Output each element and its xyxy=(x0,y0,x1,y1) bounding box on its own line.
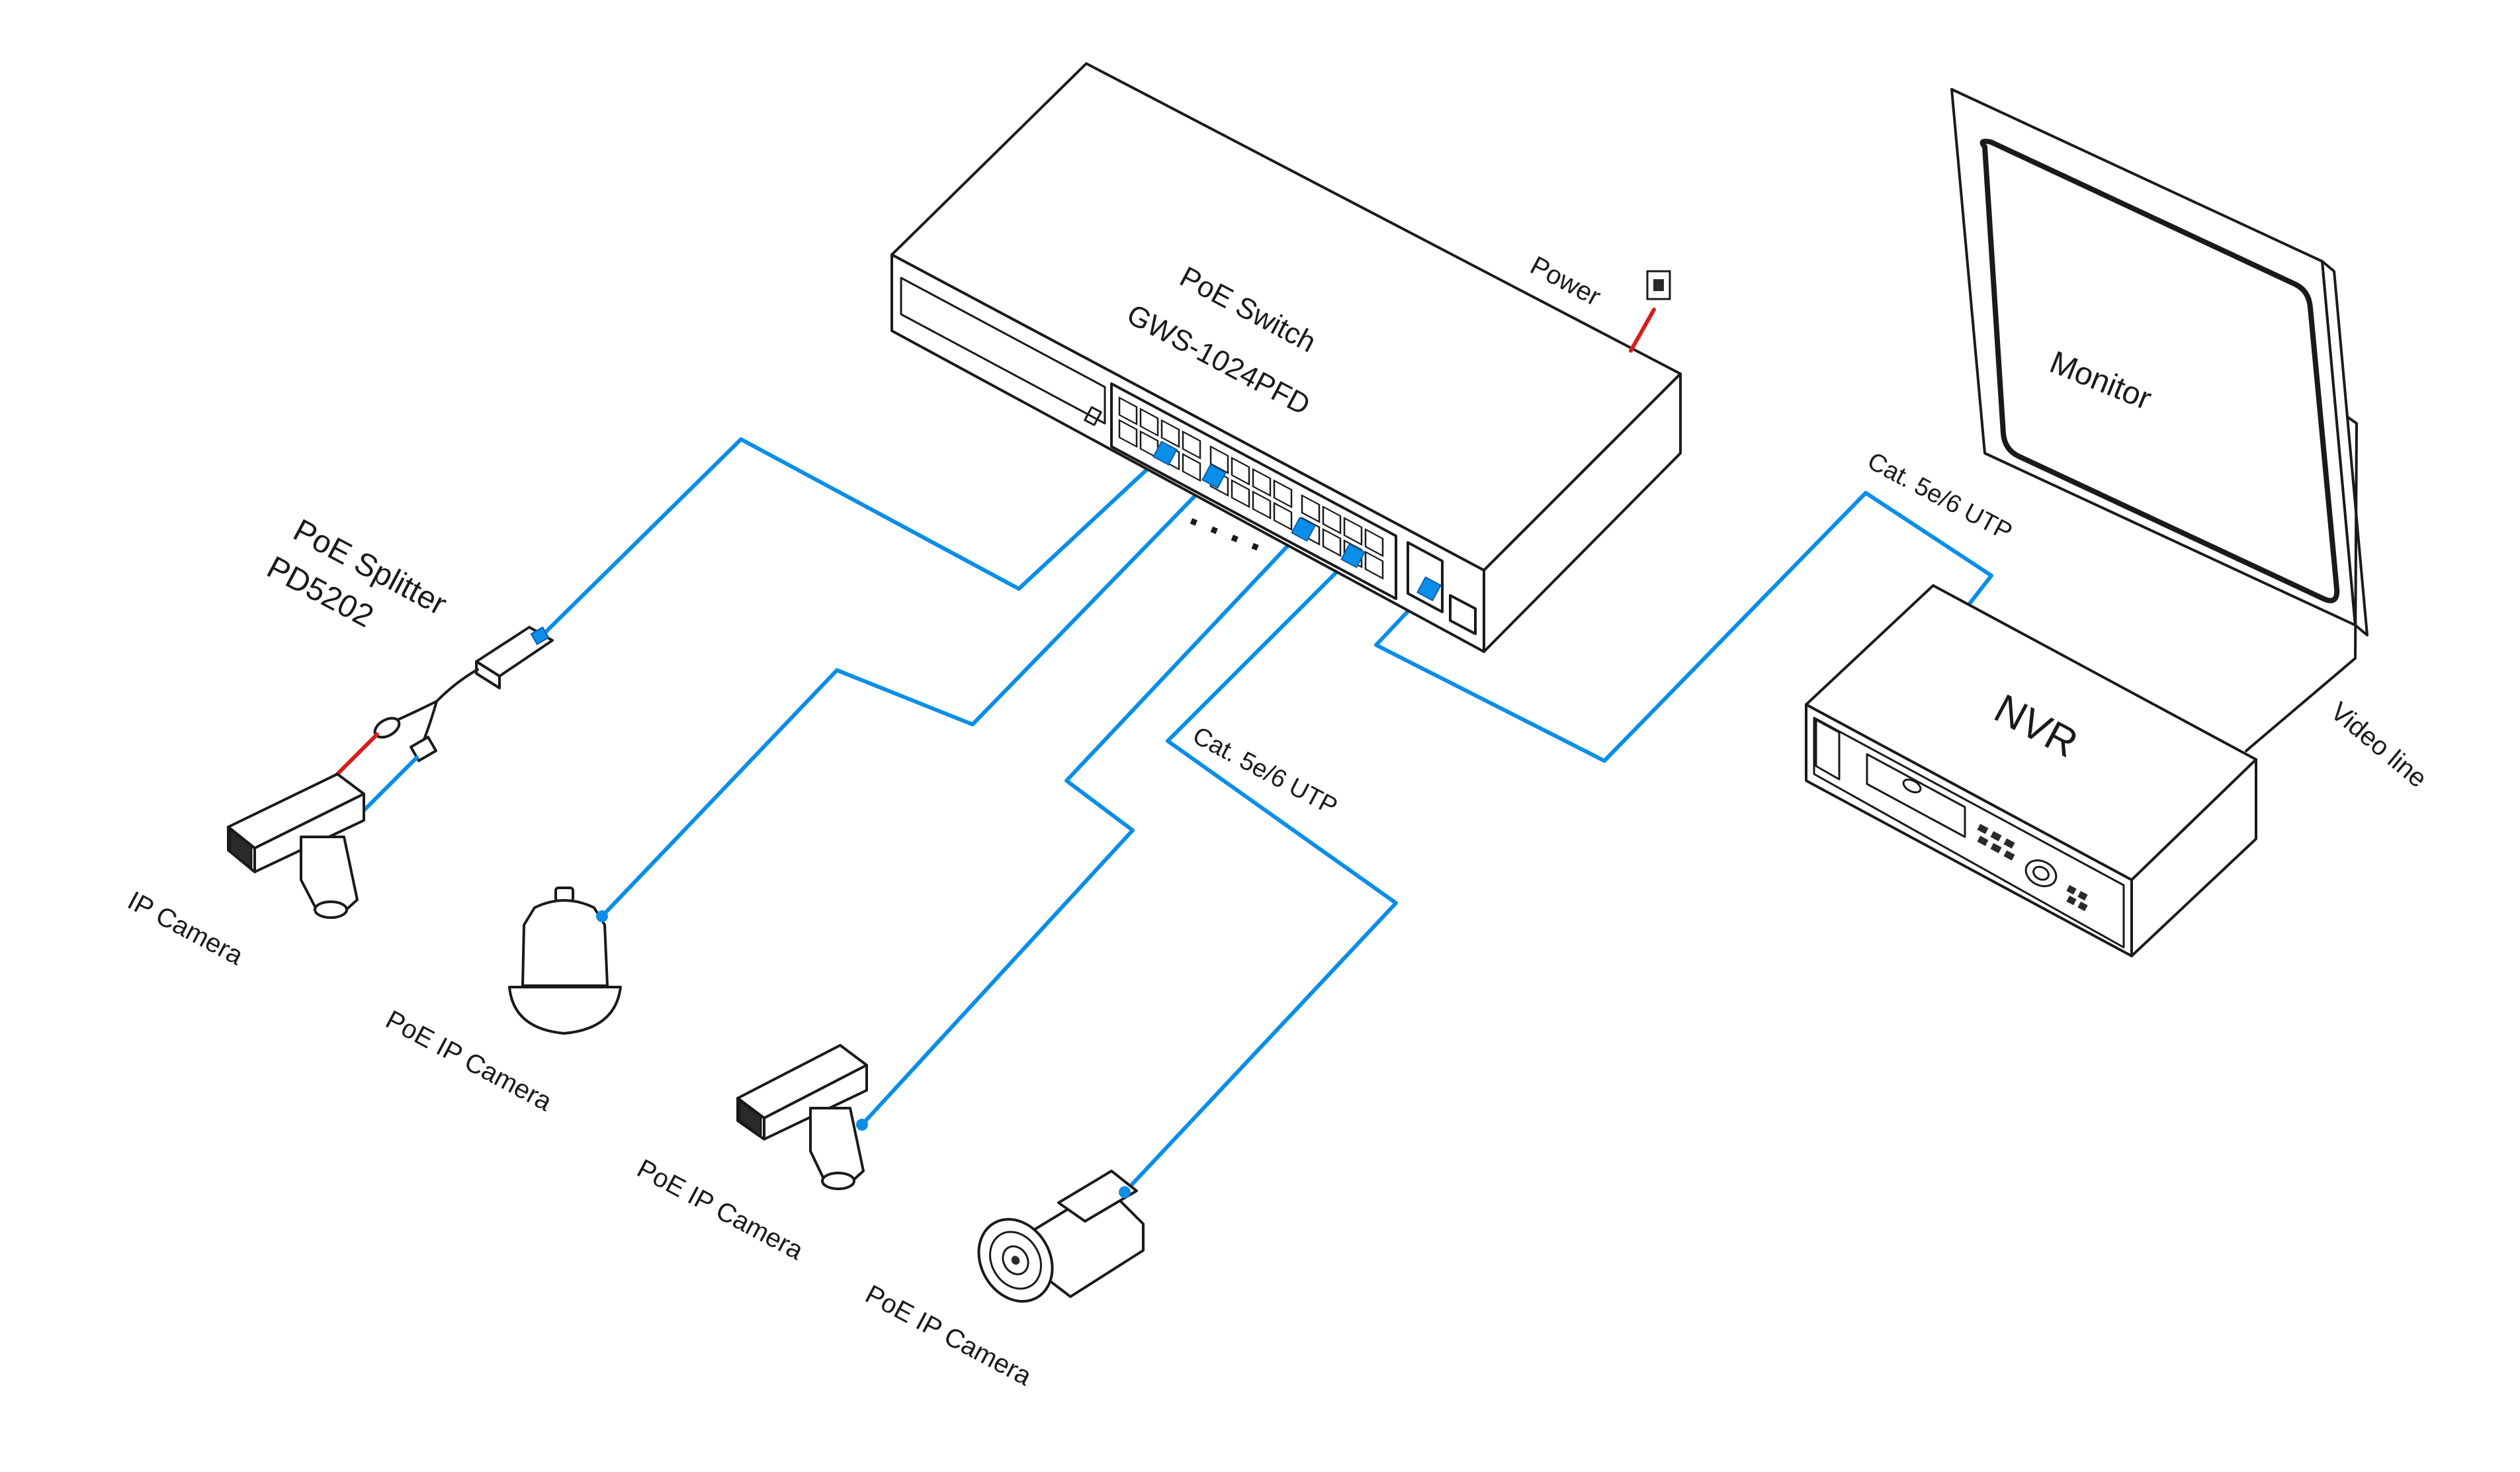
camera-housing-bottom xyxy=(763,1064,868,1141)
nvr-disk-bay xyxy=(1815,718,1841,781)
splitter-lead xyxy=(435,668,479,703)
switch-port xyxy=(1364,550,1384,580)
nvr-key xyxy=(2066,895,2077,906)
ip-camera-label: IP Camera xyxy=(123,886,248,971)
plug xyxy=(1291,517,1316,542)
cable-dome-camera-to-switch xyxy=(600,474,1216,918)
poe-bullet-camera-icon xyxy=(977,1170,1145,1303)
box-camera-label: PoE IP Camera xyxy=(632,1154,808,1266)
switch-rj45-ports xyxy=(1118,396,1384,580)
switch-front-bezel xyxy=(900,277,1106,425)
nvr-button xyxy=(1902,778,1922,794)
switch-port xyxy=(1252,468,1272,498)
nvr-jog-dial-inner xyxy=(2032,865,2050,881)
video-cable xyxy=(2245,415,2358,752)
nvr-key xyxy=(2066,885,2077,895)
splitter-data-wire xyxy=(359,756,419,816)
nvr-keypad xyxy=(1977,824,2015,861)
cable-box-camera-to-switch xyxy=(860,527,1305,1127)
nvr-key xyxy=(1990,843,2002,853)
switch-port xyxy=(1301,494,1321,523)
utp-cables xyxy=(539,437,1993,1194)
switch-port xyxy=(1182,453,1201,482)
monitor xyxy=(1950,88,2368,752)
switch-port xyxy=(1231,479,1250,508)
switch-led xyxy=(1084,406,1102,426)
nvr-key xyxy=(1977,824,1989,834)
splitter-port xyxy=(530,626,550,646)
plug xyxy=(856,1119,868,1131)
nvr-key xyxy=(1977,836,1989,846)
bullet-lens-center xyxy=(1011,1256,1020,1265)
nvr-dvd-slot xyxy=(1866,753,1966,838)
camera-bracket xyxy=(300,836,359,913)
camera-mount-base xyxy=(821,1172,855,1190)
cable-switch-to-nvr xyxy=(1374,491,1993,763)
camera-mount-base xyxy=(314,900,348,919)
video-line-label: Video line xyxy=(2325,697,2432,793)
ip-camera-icon xyxy=(227,773,365,919)
monitor-screen xyxy=(1979,138,2340,603)
plug xyxy=(596,910,608,922)
dome-housing xyxy=(521,899,609,987)
switch-port xyxy=(1322,505,1342,535)
power-cable xyxy=(1629,308,1656,353)
poe-switch xyxy=(891,62,1682,653)
bullet-lens-inner xyxy=(1002,1245,1029,1276)
poe-splitter xyxy=(332,626,554,816)
camera-lens-ring xyxy=(738,1099,762,1139)
bullet-lens-outer xyxy=(989,1231,1042,1290)
switch-port xyxy=(1273,501,1293,531)
plug xyxy=(1119,1186,1131,1198)
switch-port xyxy=(1209,445,1229,474)
switch-port xyxy=(1160,419,1180,449)
plug xyxy=(1340,543,1366,568)
switch-port xyxy=(1343,517,1363,546)
dome-lens-bowl xyxy=(508,986,622,1035)
utp-nvr-cable-label: Cat. 5e/6 UTP xyxy=(1863,447,2017,546)
camera-housing-bottom xyxy=(253,793,365,873)
plug xyxy=(1201,464,1227,489)
nvr-side-keys xyxy=(2066,885,2088,912)
poe-box-camera-icon xyxy=(736,1044,868,1190)
splitter-power-wire xyxy=(332,732,379,779)
camera-lens-ring xyxy=(229,828,253,870)
plug xyxy=(1416,576,1442,601)
switch-port xyxy=(1273,479,1293,509)
switch-port xyxy=(1118,419,1138,449)
nvr-key xyxy=(2077,890,2088,901)
poe-dome-camera-icon xyxy=(508,887,622,1035)
switch-cable-plugs xyxy=(1152,441,1442,601)
nvr-front-inset xyxy=(1813,716,2125,949)
nvr-key xyxy=(2077,901,2088,912)
power-outlet-socket xyxy=(1653,279,1664,291)
switch-port xyxy=(1231,456,1250,486)
switch-port xyxy=(1252,490,1272,520)
nvr-jog-dial xyxy=(2024,859,2058,887)
cable-splitter-to-switch xyxy=(539,437,1166,638)
camera-cable-plugs xyxy=(596,910,1131,1198)
plug xyxy=(1152,441,1178,466)
bullet-top-block xyxy=(1057,1170,1138,1223)
switch-sfp-port xyxy=(1449,594,1477,635)
nvr xyxy=(1805,584,2257,957)
nvr-key xyxy=(2003,838,2015,849)
switch-port xyxy=(1322,528,1342,557)
splitter-lan-plug xyxy=(410,736,437,762)
switch-port xyxy=(1118,396,1138,426)
switch-port xyxy=(1364,528,1384,558)
nvr-key xyxy=(2003,850,2015,861)
cable-bullet-camera-to-switch xyxy=(1123,554,1398,1194)
nvr-front-face xyxy=(1805,703,2133,957)
switch-port xyxy=(1139,408,1159,437)
nvr-key xyxy=(1990,831,2002,842)
switch-port xyxy=(1182,430,1201,460)
